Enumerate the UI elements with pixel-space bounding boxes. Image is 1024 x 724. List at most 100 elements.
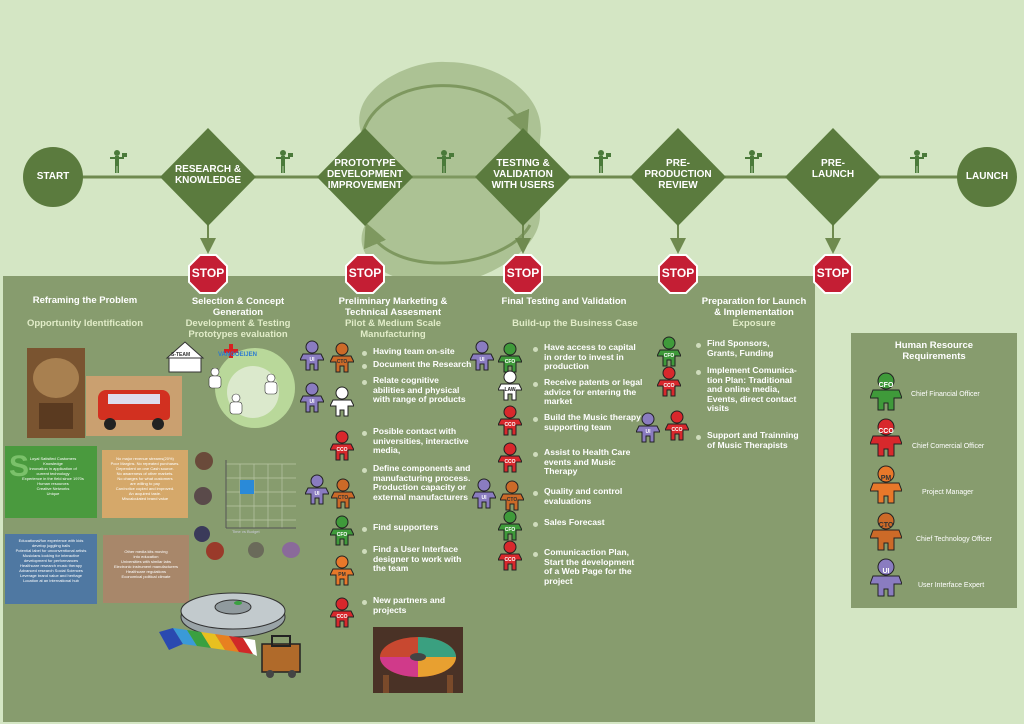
- col5-item-1: Implement Comunica-tion Plan: Traditiona…: [707, 365, 797, 414]
- launch-label: LAUNCH: [965, 171, 1009, 182]
- ui-figure: UI: [469, 340, 495, 377]
- cco-figure: CCO: [329, 430, 355, 467]
- cfo-figure: CFO: [497, 510, 523, 547]
- cfo-figure: CFO: [656, 336, 682, 373]
- col5-item-0: Find Sponsors,Grants, Funding: [707, 338, 774, 358]
- chart-axis-label: Time vs Budget: [232, 529, 260, 534]
- cco-figure: CCO: [664, 410, 690, 447]
- prototype-diamond: [317, 128, 413, 226]
- flagman-icon: [437, 150, 454, 173]
- pm-figure: PM: [329, 555, 355, 592]
- cto-figure: CTO: [330, 478, 356, 515]
- board-label: S-TEAM: [171, 352, 191, 358]
- prototype-table-photo: [373, 627, 463, 693]
- cfo-figure: CFO: [497, 342, 523, 379]
- cco-figure: CCO: [497, 540, 523, 577]
- photo-thumb: [195, 452, 213, 470]
- cto-figure: CTO: [329, 342, 355, 379]
- research-label: RESEARCH &KNOWLEDGE: [174, 164, 242, 186]
- prelaunch-label: PRE-LAUNCH: [811, 158, 855, 180]
- col5-subtitle: Exposure: [732, 318, 776, 329]
- hr-cfo-icon: CFO: [869, 372, 903, 417]
- flagman-icon: [276, 150, 293, 173]
- loop-fill: [359, 61, 541, 285]
- hr-ui-icon: UI: [869, 558, 903, 603]
- color-keyboard: [159, 628, 257, 656]
- stop-sign-preproduction: STOP: [658, 254, 698, 294]
- col4-title: Final Testing and Validation: [501, 296, 627, 307]
- ui-figure: UI: [299, 382, 325, 419]
- hr-cfo-label: Chief Financial Officer: [911, 391, 980, 398]
- stop-sign-prototype: STOP: [345, 254, 385, 294]
- ui-figure: UI: [299, 340, 325, 377]
- start-node: [23, 147, 83, 207]
- col5-title: Preparation for Launch& Implementation: [701, 296, 807, 318]
- photo-thumb: [248, 542, 264, 558]
- col1-title: Reframing the Problem: [32, 295, 138, 306]
- col4-subtitle: Build-up the Business Case: [512, 318, 638, 329]
- company-logo: VANGOEIJEN: [218, 352, 257, 358]
- hr-cco-label: Chief Comercial Officer: [912, 443, 985, 450]
- photo-thumb: [194, 487, 212, 505]
- photo-thumb: [194, 526, 210, 542]
- ui-figure: UI: [471, 478, 497, 515]
- hr-pm-label: Project Manager: [922, 489, 974, 496]
- stop-sign-prelaunch: STOP: [813, 254, 853, 294]
- photo-thumb: [282, 542, 300, 558]
- cfo-figure: CFO: [329, 515, 355, 552]
- cco-figure: CCO: [497, 442, 523, 479]
- hr-cto-label: Chief Technology Officer: [916, 536, 993, 543]
- photo-thumb: [206, 542, 224, 560]
- flagman-icon: [745, 150, 762, 173]
- engine-photo: [27, 348, 85, 438]
- launch-node: [957, 147, 1017, 207]
- weaknesses-card: No major revenue streams(20%)Poor Margin…: [102, 450, 188, 518]
- sensor-device: [180, 592, 286, 638]
- cco-figure: CCO: [656, 366, 682, 403]
- hr-cco-icon: CCO: [869, 418, 903, 463]
- col3-item-5: Find supporters: [373, 522, 439, 532]
- flagman-icon: [910, 150, 927, 173]
- team-figures: [208, 368, 278, 415]
- col3-item-1: Document the Research: [373, 359, 472, 369]
- research-diamond: [160, 128, 256, 226]
- hr-cto-icon: CTO: [869, 512, 903, 557]
- preproduction-diamond: [630, 128, 726, 226]
- hr-pm-icon: PM: [869, 465, 903, 510]
- stop-sign-testing: STOP: [503, 254, 543, 294]
- law-figure: LAW: [497, 370, 523, 407]
- prelaunch-diamond: [785, 128, 881, 226]
- ui-figure: UI: [304, 474, 330, 511]
- stop-sign-research: STOP: [188, 254, 228, 294]
- col1-subtitle: Opportunity Identification: [26, 318, 144, 329]
- flagman-icon: [110, 150, 127, 173]
- col3-title: Preliminary Marketing &Technical Assesme…: [338, 296, 448, 318]
- cco-figure: CCO: [497, 405, 523, 442]
- col4-item-6: Comunicaction Plan,Start the development…: [544, 547, 635, 586]
- ui-figure: UI: [635, 412, 661, 449]
- col3-item-0: Having team on-site: [373, 346, 455, 356]
- testing-diamond: [475, 128, 571, 226]
